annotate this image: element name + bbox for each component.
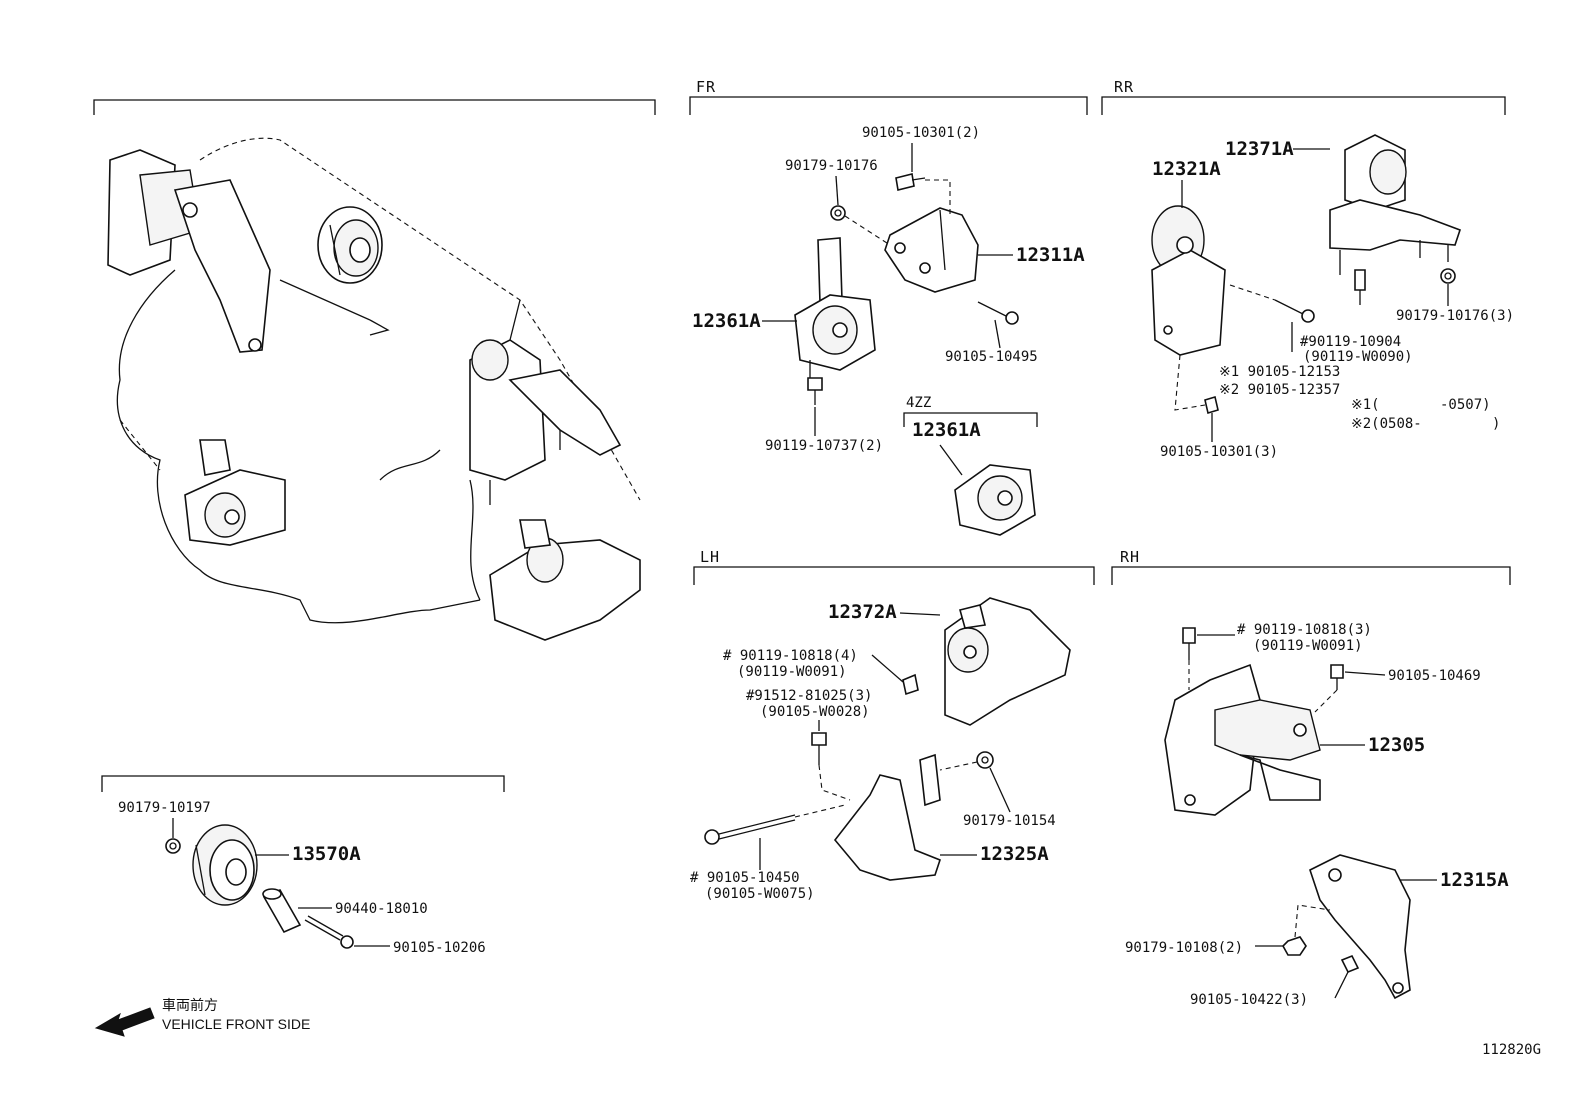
label-12372a: 12372A xyxy=(828,601,897,623)
rh-mount-drawings xyxy=(1164,627,1411,1000)
rr-mount-drawings xyxy=(1151,134,1462,415)
pulley-drawings xyxy=(165,824,354,949)
vehicle-front-en: VEHICLE FRONT SIDE xyxy=(162,1016,310,1032)
label-90105-10301-2: 90105-10301(2) xyxy=(862,125,980,141)
label-90119-10818-3: # 90119-10818(3) xyxy=(1237,622,1372,638)
vehicle-front-jp: 車両前方 xyxy=(162,997,218,1014)
section-rh-label: RH xyxy=(1120,548,1140,566)
label-90105-12357: ※2 90105-12357 xyxy=(1219,382,1340,398)
label-90105-10301-3: 90105-10301(3) xyxy=(1160,444,1278,460)
bracket-4zz xyxy=(903,412,1038,427)
label-90179-10176-3: 90179-10176(3) xyxy=(1396,308,1514,324)
diagram-id: 112820G xyxy=(1482,1042,1541,1058)
label-90119-10818-4: # 90119-10818(4) xyxy=(723,648,858,664)
bracket-fr xyxy=(689,96,1088,115)
note-2: ※2(0508- xyxy=(1351,416,1422,432)
label-90179-10176: 90179-10176 xyxy=(785,158,878,174)
bracket-rr xyxy=(1101,96,1506,115)
label-90179-10154: 90179-10154 xyxy=(963,813,1056,829)
lh-mount-drawings xyxy=(704,597,1071,881)
label-90105-10206: 90105-10206 xyxy=(393,940,486,956)
bracket-pulley xyxy=(101,775,505,792)
label-90105-10422-3: 90105-10422(3) xyxy=(1190,992,1308,1008)
bracket-rh xyxy=(1111,566,1511,585)
bracket-main xyxy=(93,99,656,115)
label-90105-10495: 90105-10495 xyxy=(945,349,1038,365)
vehicle-front-arrow-icon xyxy=(94,1007,155,1037)
note-1: ※1( xyxy=(1351,397,1380,413)
label-12321a: 12321A xyxy=(1152,158,1221,180)
label-12311a: 12311A xyxy=(1016,244,1085,266)
label-90440-18010: 90440-18010 xyxy=(335,901,428,917)
label-12361a: 12361A xyxy=(692,310,761,332)
bracket-lh xyxy=(693,566,1095,585)
label-90105-w0075: (90105-W0075) xyxy=(705,886,815,902)
label-91512-81025-3: #91512-81025(3) xyxy=(746,688,872,704)
label-90119-10737-2: 90119-10737(2) xyxy=(765,438,883,454)
label-12315a: 12315A xyxy=(1440,869,1509,891)
label-12361a-4zz: 12361A xyxy=(912,419,981,441)
label-90105-10450: # 90105-10450 xyxy=(690,870,800,886)
label-13570a: 13570A xyxy=(292,843,361,865)
fr-mount-drawings xyxy=(794,173,1036,536)
engine-assembly-drawing xyxy=(107,137,641,641)
label-90119-10904: #90119-10904 xyxy=(1300,334,1401,350)
label-90105-w0028: (90105-W0028) xyxy=(760,704,870,720)
label-90179-10108-2: 90179-10108(2) xyxy=(1125,940,1243,956)
label-90119-w0090: (90119-W0090) xyxy=(1303,349,1413,365)
label-12371a: 12371A xyxy=(1225,138,1294,160)
section-fr-label: FR xyxy=(696,78,716,96)
label-90119-w0091-rh: (90119-W0091) xyxy=(1253,638,1363,654)
label-90105-12153: ※1 90105-12153 xyxy=(1219,364,1340,380)
label-90105-10469: 90105-10469 xyxy=(1388,668,1481,684)
label-12325a: 12325A xyxy=(980,843,1049,865)
label-12305: 12305 xyxy=(1368,734,1425,756)
section-rr-label: RR xyxy=(1114,78,1134,96)
note-1-range: -0507) xyxy=(1440,397,1491,413)
label-90179-10197: 90179-10197 xyxy=(118,800,211,816)
label-90119-w0091-lh: (90119-W0091) xyxy=(737,664,847,680)
variant-4zz-label: 4ZZ xyxy=(906,395,931,411)
section-lh-label: LH xyxy=(700,548,720,566)
note-2-range: ) xyxy=(1492,416,1500,432)
